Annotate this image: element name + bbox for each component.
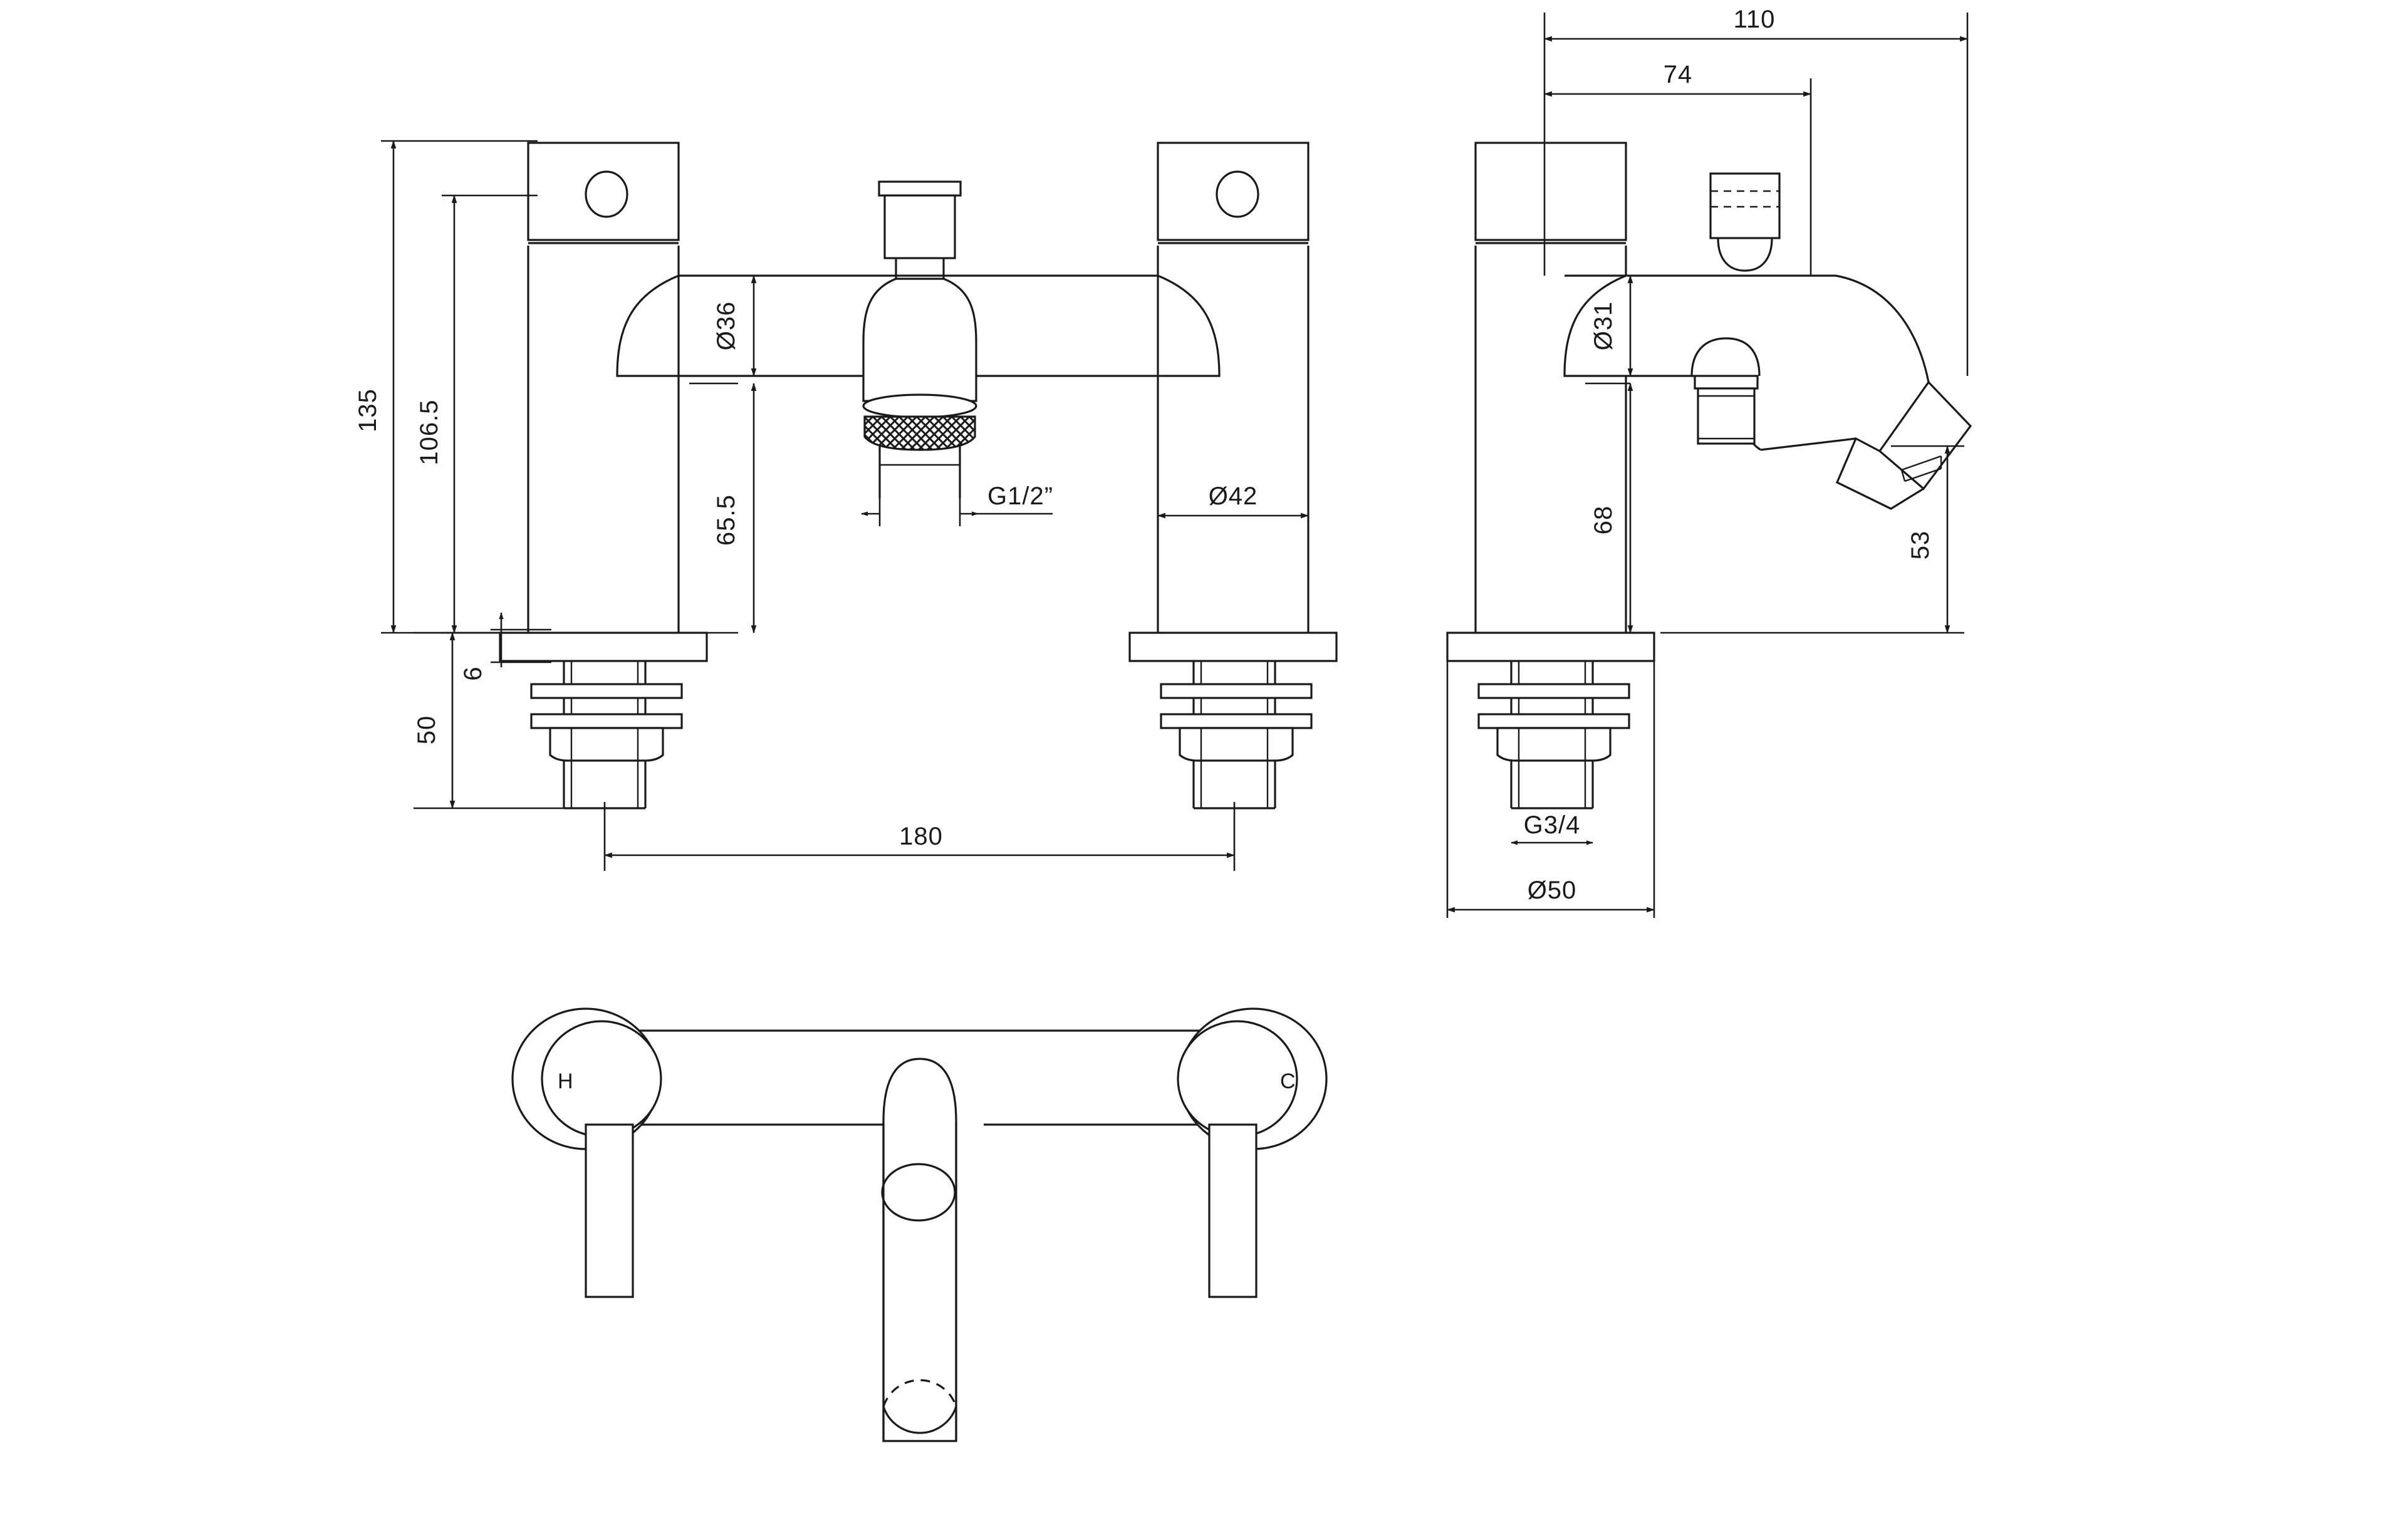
side-crossbar-round-end [1563, 274, 1627, 377]
dim-53-text: 53 [1907, 531, 1934, 560]
dim-6-text: 6 [459, 666, 487, 680]
side-lock-nut [1496, 727, 1612, 762]
shower-outlet-knurled-collar [863, 415, 976, 451]
left-valve-assembly [499, 142, 708, 809]
right-base-flange [1128, 632, 1338, 662]
side-diverter-collar [1709, 172, 1781, 272]
crossbar-left-round-end [616, 274, 679, 377]
side-diverter-hidden-lines [1711, 190, 1779, 208]
left-washer-upper [530, 683, 683, 699]
dim-42-text: Ø42 [1209, 482, 1258, 510]
dim-base-thickness-6: 6 [459, 612, 551, 681]
dim-crossbar-diameter-36: Ø36 [689, 274, 757, 377]
plan-view: H C [511, 1007, 1328, 1442]
dim-valve-diameter-42: Ø42 [1157, 482, 1310, 519]
side-spout-outlet [1760, 380, 1972, 510]
plan-spout-outlet-hole-icon [881, 1163, 956, 1222]
front-elevation-view: 135 106.5 Ø36 65.5 6 [354, 140, 1338, 871]
side-outlet-underside [1760, 437, 1857, 451]
dim-spout-projection-74: 74 [1543, 61, 1812, 276]
plan-hot-handle: H [511, 1007, 662, 1298]
right-washer-lower [1160, 713, 1313, 729]
left-lock-nut-inner [570, 728, 639, 761]
dim-spout-height-65-5: 65.5 [689, 382, 757, 634]
side-diverter-stem [1709, 172, 1781, 239]
dim-50d-text: Ø50 [1528, 877, 1577, 904]
dim-base-diameter-50: Ø50 [1446, 877, 1655, 913]
dim-centres-180: 180 [603, 802, 1236, 871]
shower-outlet-neck [895, 258, 945, 279]
side-outlet-lower-face [1835, 437, 1924, 510]
dim-outlet-height-53: 53 [1660, 445, 1964, 634]
side-valve-cap [1474, 142, 1627, 241]
plan-hot-lever-arm [585, 1123, 634, 1298]
dim-180-text: 180 [899, 823, 943, 850]
side-spout-top-edge [1626, 274, 1930, 383]
dim-body-height-106-5: 106.5 [415, 194, 538, 634]
dim-g12-text: G1/2” [987, 482, 1053, 510]
side-nozzle-body [1697, 387, 1756, 445]
shower-outlet-top-collar [878, 180, 962, 197]
dim-135-text: 135 [354, 388, 382, 432]
shower-outlet-bell [862, 278, 977, 402]
dim-31-text: Ø31 [1590, 301, 1617, 351]
plan-spout [881, 1058, 957, 1442]
right-valve-assembly [1128, 142, 1338, 809]
dim-inlet-thread-g34: G3/4 [1511, 811, 1593, 845]
side-nozzle-dome [1690, 337, 1761, 377]
dim-655-text: 65.5 [712, 494, 740, 546]
side-outlet-aerator-edge [1901, 455, 1942, 482]
left-lock-nut [549, 727, 664, 762]
side-shower-nozzle [1690, 337, 1761, 445]
side-elevation-view: 110 74 Ø31 68 53 [1446, 6, 1972, 918]
plan-cold-handle-inner [1177, 1020, 1298, 1138]
crossbar-right-round-end [1157, 274, 1221, 377]
shower-outlet-stem-upper [883, 194, 956, 259]
side-valve-column [1474, 142, 1627, 633]
left-valve-cap-hole-icon [585, 170, 628, 218]
dim-spout-diameter-31: Ø31 [1585, 274, 1654, 377]
plan-spout-end-circle-lower [882, 1406, 957, 1434]
dim-50-text: 50 [413, 715, 440, 745]
plan-spout-sides [882, 1121, 957, 1441]
shower-outlet-thread-sides [878, 446, 961, 498]
dim-106-text: 106.5 [415, 399, 443, 465]
dim-36-text: Ø36 [712, 301, 740, 351]
side-outlet-aerator-sides [1900, 456, 1942, 482]
dim-74-text: 74 [1664, 61, 1693, 88]
plan-cold-handle-label: C [1280, 1069, 1296, 1093]
dim-body-height-68: 68 [1476, 382, 1633, 634]
plan-spout-end-circle-upper [882, 1379, 957, 1407]
right-washer-upper [1160, 683, 1313, 699]
plan-hot-handle-label: H [558, 1069, 573, 1093]
side-washer-upper [1477, 683, 1630, 699]
side-base-assembly [1446, 632, 1655, 918]
left-washer-lower [530, 713, 683, 729]
side-diverter-dome [1717, 237, 1773, 272]
plan-cold-handle: C [1177, 1007, 1328, 1298]
side-nozzle-collar [1694, 375, 1759, 390]
dim-110-text: 110 [1734, 6, 1776, 33]
side-lock-nut-inner [1518, 728, 1586, 761]
right-lock-nut [1179, 727, 1294, 762]
dim-g34-text: G3/4 [1524, 811, 1581, 839]
dim-shank-length-50: 50 [413, 632, 564, 809]
dim-shower-thread-g12: G1/2” [861, 482, 1053, 526]
right-valve-cap-hole-icon [1216, 170, 1259, 218]
dim-68-text: 68 [1590, 506, 1617, 535]
shower-outlet-ring [862, 393, 977, 419]
plan-cold-lever-arm [1208, 1123, 1258, 1298]
dim-g12-ext [878, 498, 961, 526]
shower-outlet-assembly [862, 180, 977, 498]
plan-spout-outline [882, 1058, 957, 1442]
left-base-flange [499, 632, 708, 662]
side-nozzle-inner-lines [1698, 395, 1754, 440]
right-lock-nut-inner [1200, 728, 1269, 761]
dim-projection-110: 110 [1543, 6, 1969, 376]
side-washer-lower [1477, 713, 1630, 729]
